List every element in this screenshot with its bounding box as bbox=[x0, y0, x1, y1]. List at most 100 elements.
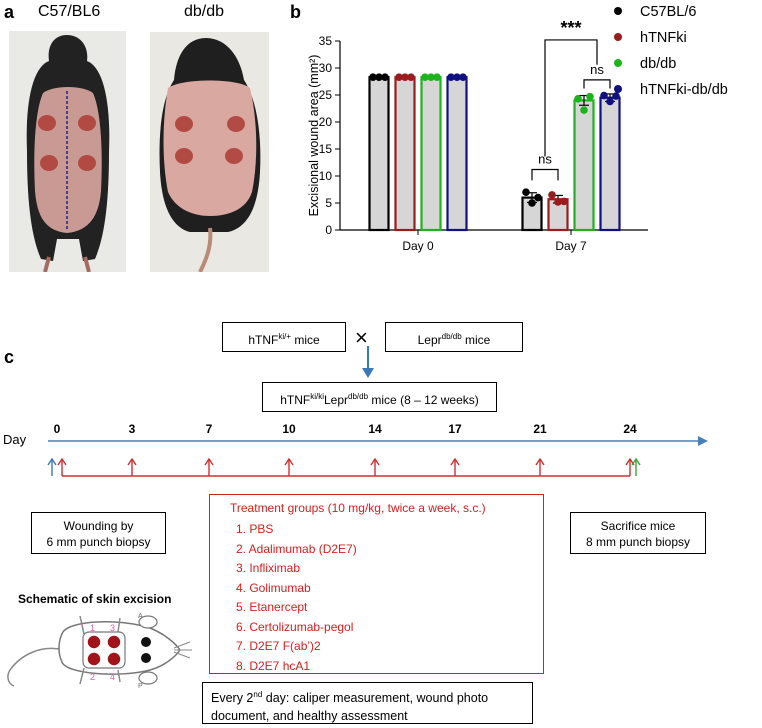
data-point bbox=[421, 73, 429, 81]
wound-number-1: 1 bbox=[90, 623, 95, 633]
every-prefix: Every 2 bbox=[211, 691, 254, 706]
data-point bbox=[554, 198, 562, 206]
panel-a-letter: a bbox=[4, 2, 15, 22]
treatment-item: 7. D2E7 F(ab’)2 bbox=[236, 639, 321, 653]
treatment-arrowhead bbox=[284, 457, 294, 466]
treatment-item: 1. PBS bbox=[236, 522, 274, 536]
mouse-schematic: 1 3 2 4 A P bbox=[7, 613, 192, 690]
legend-item: hTNFki-db/db bbox=[614, 82, 728, 98]
htnf-ki-prefix: hTNF bbox=[248, 333, 279, 347]
data-point bbox=[534, 193, 542, 202]
treatment-item: 3. Infliximab bbox=[236, 561, 301, 575]
assessment-box: Every 2nd day: caliper measurement, woun… bbox=[202, 682, 533, 724]
day-tick-label: 3 bbox=[128, 422, 136, 436]
bar-htnfki-db-db-1 bbox=[599, 96, 621, 232]
every-line-1: day: caliper measurement, wound photo bbox=[262, 691, 489, 706]
treatment-arrowhead bbox=[127, 457, 137, 466]
y-tick-label: 10 bbox=[319, 169, 333, 183]
data-point bbox=[369, 73, 377, 81]
treatment-groups-box bbox=[209, 494, 544, 674]
schematic-title: Schematic of skin excision bbox=[18, 592, 172, 606]
legend-label: hTNFki bbox=[640, 30, 687, 46]
legend-label: hTNFki-db/db bbox=[640, 82, 728, 98]
every-line-2: document, and healthy assessment bbox=[211, 709, 408, 724]
y-tick-label: 0 bbox=[325, 223, 332, 237]
htnf-ki-suffix: mice bbox=[291, 333, 320, 347]
timeline bbox=[47, 436, 708, 477]
wound-number-2: 2 bbox=[90, 672, 95, 682]
y-tick-label: 25 bbox=[319, 88, 333, 102]
data-point bbox=[528, 199, 536, 207]
cross-mid: Lepr bbox=[324, 393, 349, 407]
data-point bbox=[560, 197, 568, 206]
mouse2-photo bbox=[150, 32, 269, 272]
treatment-item: 8. D2E7 hcA1 bbox=[236, 658, 311, 673]
legend-label: C57BL/6 bbox=[640, 4, 697, 20]
htnf-ki-sup: ki/+ bbox=[278, 332, 291, 341]
sig-ns-low-bracket bbox=[531, 168, 559, 181]
panel-b-letter: b bbox=[290, 2, 301, 22]
day-tick-label: 10 bbox=[282, 422, 296, 436]
day-tick-label: 24 bbox=[623, 422, 637, 436]
data-point bbox=[574, 94, 582, 103]
legend-marker bbox=[614, 33, 622, 42]
treatment-arrowhead bbox=[204, 457, 214, 466]
sig-ns-low-label: ns bbox=[538, 152, 552, 167]
data-point bbox=[453, 73, 461, 81]
x-tick-label: Day 0 bbox=[402, 239, 434, 253]
cross-symbol: × bbox=[355, 325, 368, 350]
legend-marker bbox=[614, 85, 622, 94]
cross-sup2: db/db bbox=[348, 392, 369, 401]
treatment-title: Treatment groups (10 mg/kg, twice a week… bbox=[230, 501, 486, 515]
lepr-db-mice-box: Leprdb/db mice bbox=[385, 322, 523, 352]
cross-down-arrow bbox=[362, 346, 374, 378]
day-label: Day bbox=[3, 432, 27, 447]
sacrifice-box: Sacrifice mice 8 mm punch biopsy bbox=[570, 512, 706, 554]
data-point bbox=[395, 73, 403, 81]
treatment-arrowhead bbox=[450, 457, 460, 466]
wound-number-4: 4 bbox=[110, 672, 115, 682]
data-point bbox=[459, 73, 467, 81]
treatment-item: 5. Etanercept bbox=[236, 600, 308, 614]
data-point bbox=[427, 73, 435, 81]
sig-ns-high-bracket bbox=[583, 79, 611, 89]
y-tick-label: 20 bbox=[319, 115, 333, 129]
y-tick-label: 15 bbox=[319, 142, 333, 156]
lepr-sup: db/db bbox=[441, 332, 462, 341]
bar-db-db-1 bbox=[573, 99, 595, 232]
lepr-prefix: Lepr bbox=[417, 333, 442, 347]
legend-item: db/db bbox=[614, 56, 676, 72]
data-point bbox=[447, 73, 455, 81]
treatment-item: 2. Adalimumab (D2E7) bbox=[236, 541, 357, 556]
legend-marker bbox=[614, 59, 622, 68]
cross-sup1: ki/ki bbox=[310, 392, 324, 401]
mouse1-label: C57/BL6 bbox=[38, 3, 101, 20]
data-point bbox=[612, 92, 620, 100]
legend-item: C57BL/6 bbox=[614, 4, 696, 20]
y-tick-label: 30 bbox=[319, 61, 333, 75]
cross-prefix: hTNF bbox=[280, 393, 311, 407]
wounding-line-1: Wounding by bbox=[63, 519, 134, 533]
data-point bbox=[401, 73, 409, 81]
data-point bbox=[600, 91, 608, 100]
y-axis-label: Excisional wound area (mm²) bbox=[307, 55, 321, 217]
data-point bbox=[548, 191, 556, 199]
side-p-label: P bbox=[138, 683, 143, 690]
bar-db-db-0 bbox=[420, 76, 442, 232]
mouse2-label: db/db bbox=[184, 3, 225, 20]
legend-label: db/db bbox=[640, 56, 677, 72]
wound-number-3: 3 bbox=[110, 623, 115, 633]
side-a-label: A bbox=[138, 613, 143, 620]
htnf-ki-mice-box: hTNFki/+ mice bbox=[222, 322, 346, 352]
wounding-line-2: 6 mm punch biopsy bbox=[46, 535, 151, 549]
day-tick-label: 21 bbox=[533, 422, 547, 436]
sig-star-bracket bbox=[544, 39, 598, 157]
sacrifice-line-1: Sacrifice mice bbox=[600, 519, 676, 533]
bar-c57bl-6-0 bbox=[368, 76, 390, 232]
legend-marker bbox=[614, 7, 622, 16]
y-tick-label: 35 bbox=[319, 34, 333, 48]
data-point bbox=[580, 106, 588, 114]
day-tick-label: 14 bbox=[368, 422, 382, 436]
